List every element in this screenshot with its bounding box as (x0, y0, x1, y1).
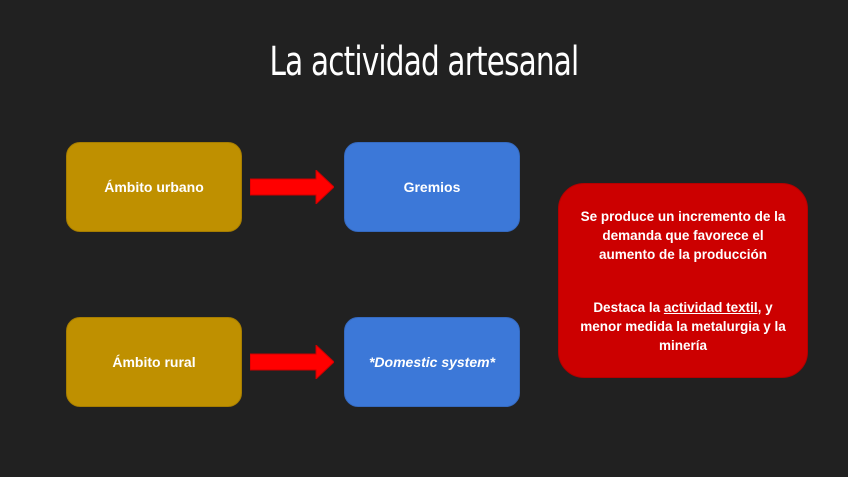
domestic-system-label: *Domestic system* (368, 354, 496, 370)
urban-scope-box: Ámbito urbano (66, 142, 242, 232)
guilds-label: Gremios (403, 179, 461, 195)
guilds-box: Gremios (344, 142, 520, 232)
note-paragraph-textile: Destaca la actividad textil, y menor med… (573, 298, 793, 355)
note-suffix: y menor medida la metalurgia y la minerí… (580, 299, 786, 353)
textile-activity-link[interactable]: actividad textil, (663, 299, 762, 315)
urban-scope-label: Ámbito urbano (104, 179, 204, 195)
right-arrow-icon (250, 170, 334, 204)
note-box: Se produce un incremento de la demanda q… (558, 183, 808, 378)
note-prefix: Destaca la (593, 299, 664, 315)
rural-scope-box: Ámbito rural (66, 317, 242, 407)
domestic-system-box: *Domestic system* (344, 317, 520, 407)
slide-title: La actividad artesanal (269, 39, 580, 85)
note-paragraph-demand: Se produce un incremento de la demanda q… (580, 208, 786, 262)
rural-scope-label: Ámbito rural (112, 354, 196, 370)
right-arrow-icon (250, 345, 334, 379)
